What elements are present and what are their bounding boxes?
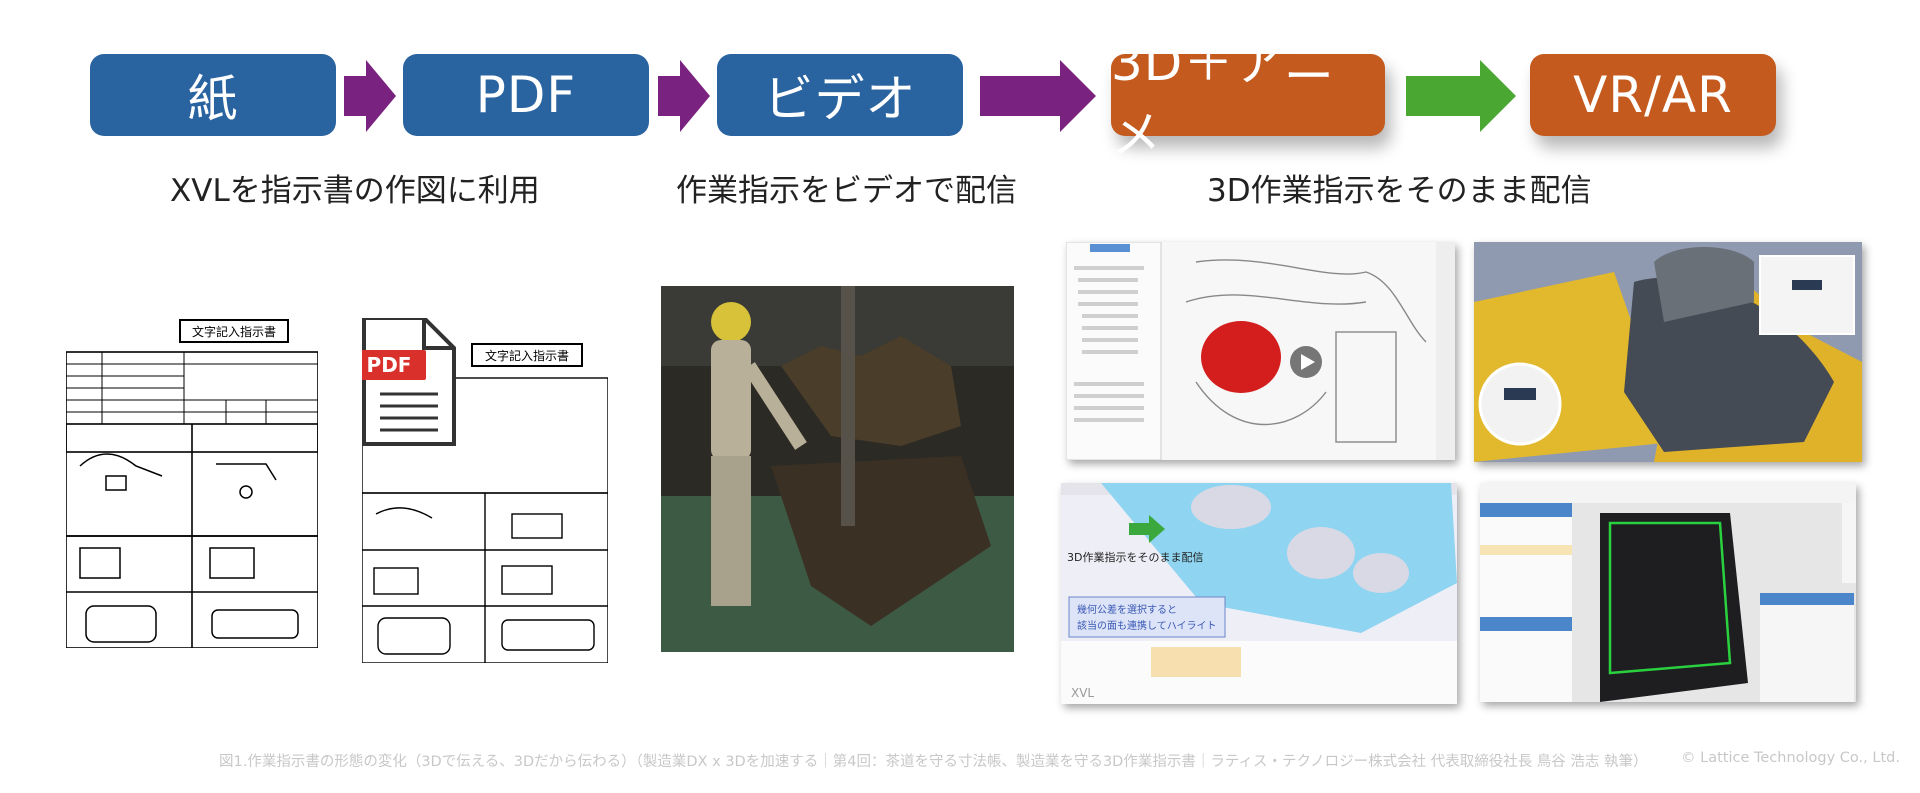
step-pdf-box: PDF bbox=[403, 54, 649, 136]
step-video-label: ビデオ bbox=[763, 70, 917, 128]
step-vr-ar-label: VR/AR bbox=[1573, 66, 1733, 124]
caption-3d: 3D作業指示をそのまま配信 bbox=[1207, 173, 1592, 209]
process-screenshot bbox=[1480, 483, 1856, 702]
vr-screenshot bbox=[1474, 242, 1862, 462]
note-line-2: 該当の面も連携してハイライト bbox=[1077, 619, 1217, 632]
copyright: © Lattice Technology Co., Ltd. bbox=[1681, 750, 1900, 766]
figure-footnote: 図1.作業指示書の形態の変化（3Dで伝える、3Dだから伝わる）（製造業DX x … bbox=[219, 754, 1648, 770]
step-paper-label: 紙 bbox=[187, 70, 239, 128]
pdf-file-icon: PDF bbox=[362, 318, 456, 446]
pdf-doc-title: 文字記入指示書 bbox=[485, 348, 569, 363]
step-3d-anime-box: 3D＋アニメ bbox=[1111, 34, 1385, 164]
arrow-3 bbox=[980, 60, 1096, 132]
overlay-label: 3D作業指示をそのまま配信 bbox=[1067, 550, 1203, 564]
step-paper-box: 紙 bbox=[90, 54, 336, 136]
arrow-4 bbox=[1406, 60, 1516, 132]
note-line-1: 幾何公差を選択すると bbox=[1077, 603, 1177, 616]
doc-title: 文字記入指示書 bbox=[192, 324, 276, 339]
step-pdf-label: PDF bbox=[475, 66, 577, 124]
step-vr-ar-box: VR/AR bbox=[1530, 54, 1776, 136]
arrow-2 bbox=[658, 60, 710, 132]
3d-viewer-screenshot bbox=[1066, 242, 1455, 460]
video-still bbox=[661, 286, 1014, 652]
pdf-instruction-doc: 文字記入指示書 PDF bbox=[362, 318, 608, 663]
tolerance-screenshot: 3D作業指示をそのまま配信 幾何公差を選択すると 該当の面も連携してハイライト … bbox=[1061, 483, 1457, 704]
paper-instruction-doc: 文字記入指示書 bbox=[66, 316, 318, 648]
step-video-box: ビデオ bbox=[717, 54, 963, 136]
pdf-badge-text: PDF bbox=[367, 353, 412, 377]
xvl-mark: XVL bbox=[1071, 686, 1094, 700]
step-3d-anime-label: 3D＋アニメ bbox=[1111, 34, 1336, 164]
caption-paper: XVLを指示書の作図に利用 bbox=[170, 173, 540, 209]
arrow-1 bbox=[344, 60, 396, 132]
caption-video: 作業指示をビデオで配信 bbox=[676, 173, 1017, 209]
